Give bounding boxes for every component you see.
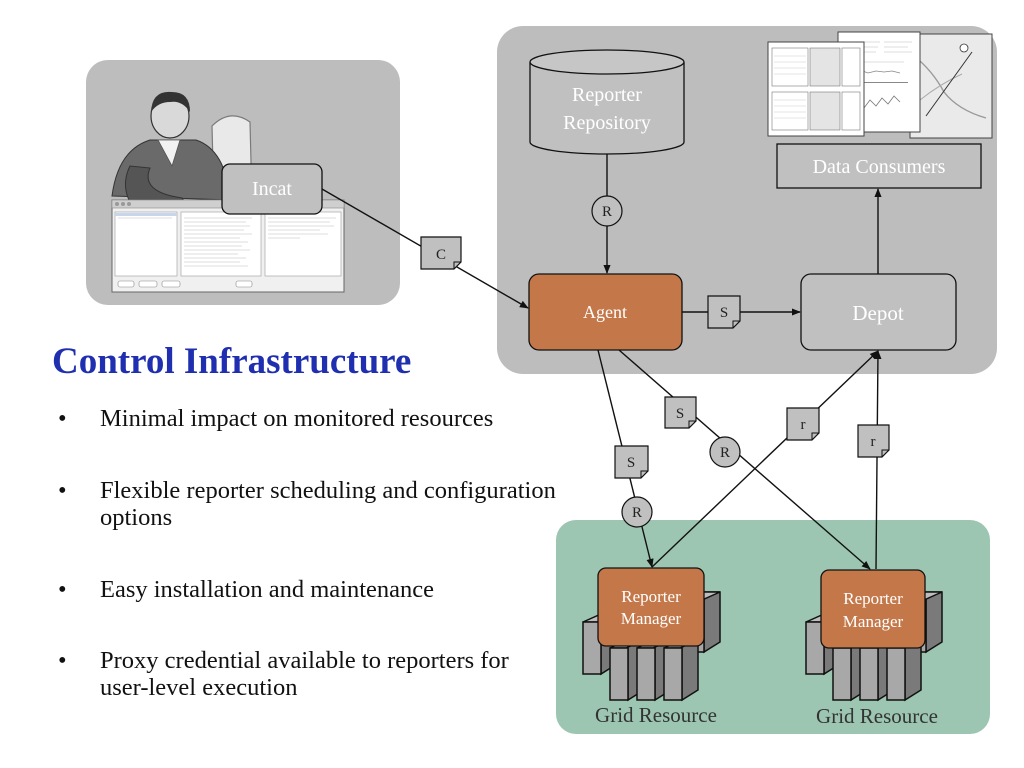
agent-to-right-manager-arrow — [618, 349, 871, 570]
bullet-item: Easy installation and maintenance — [56, 576, 556, 603]
left-manager-to-depot-arrow — [651, 350, 879, 568]
r-circle-label: R — [632, 505, 642, 521]
agent-label: Agent — [583, 302, 627, 322]
r-circle-marker: R — [621, 496, 653, 528]
bullet-item: Minimal impact on monitored resources — [56, 405, 556, 432]
r-label: r — [871, 434, 876, 450]
data-consumers-label: Data Consumers — [813, 156, 946, 178]
depot-node: Depot — [800, 273, 957, 351]
repository-label-line2: Repository — [563, 112, 651, 134]
bullet-item: Proxy credential available to reporters … — [56, 647, 556, 701]
incat-label: Incat — [252, 178, 292, 200]
c-message-marker: C — [420, 236, 462, 270]
right-manager-to-depot-arrow — [874, 350, 882, 570]
s-label: S — [627, 455, 635, 471]
reporter-manager-right: Reporter Manager — [820, 569, 926, 649]
s-message-marker: S — [707, 295, 741, 329]
r-label: r — [801, 417, 806, 433]
s-label: S — [676, 406, 684, 422]
r-report-marker: r — [857, 424, 890, 458]
grid-resource-label-left: Grid Resource — [595, 703, 717, 727]
admin-window-icon — [111, 199, 345, 293]
reporter-manager-left: Reporter Manager — [597, 567, 705, 647]
reporter-repository-node: Reporter Repository — [529, 49, 685, 155]
report-screenshots-icon — [767, 31, 993, 139]
reporter-manager-left-line1: Reporter — [621, 587, 681, 606]
bullet-item: Flexible reporter scheduling and configu… — [56, 477, 556, 531]
reporter-manager-left-line2: Manager — [621, 609, 682, 628]
reporter-manager-right-line1: Reporter — [843, 589, 903, 608]
r-circle-label: R — [602, 204, 612, 220]
grid-resource-label-right: Grid Resource — [816, 704, 938, 728]
depot-label: Depot — [852, 301, 903, 325]
r-circle-label: R — [720, 445, 730, 461]
s-message-marker: S — [614, 445, 649, 479]
slide-heading: Control Infrastructure — [52, 341, 412, 382]
data-consumers-node: Data Consumers — [776, 143, 982, 189]
s-label: S — [720, 305, 728, 321]
r-report-marker: r — [786, 407, 820, 441]
reporter-manager-right-line2: Manager — [843, 612, 904, 631]
r-circle-marker: R — [591, 195, 623, 227]
c-label: C — [436, 247, 446, 263]
repository-label-line1: Reporter — [572, 84, 642, 106]
person-at-desk-icon — [111, 91, 253, 207]
s-message-marker: S — [664, 396, 697, 429]
bullet-list: Minimal impact on monitored resources Fl… — [56, 405, 556, 701]
r-circle-marker: R — [709, 436, 741, 468]
incat-node: Incat — [221, 163, 323, 215]
agent-node: Agent — [528, 273, 683, 351]
